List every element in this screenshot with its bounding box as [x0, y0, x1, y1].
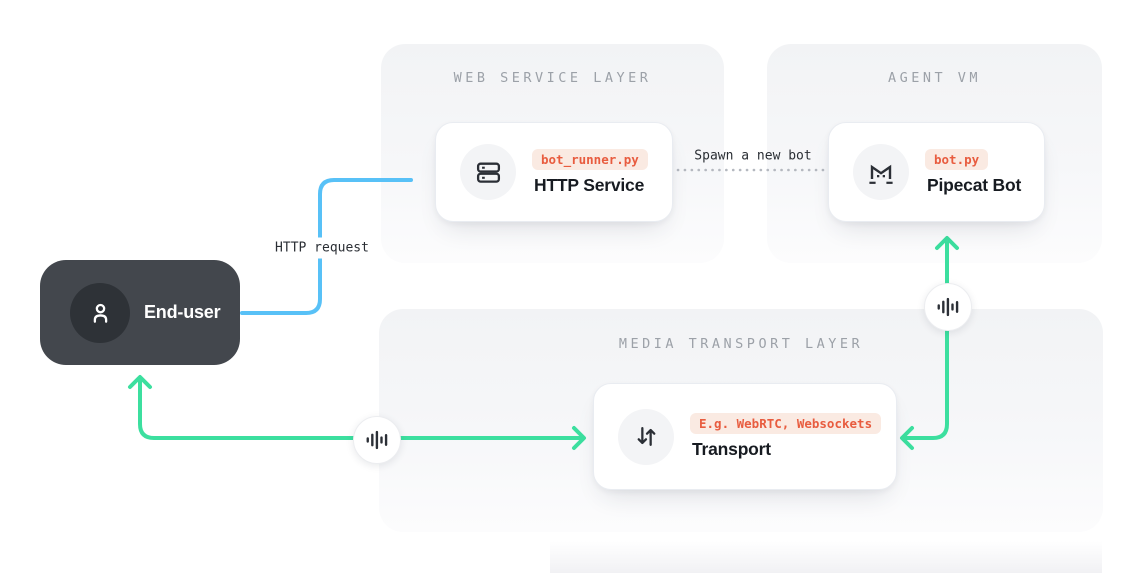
audio-waveform-icon — [353, 416, 401, 464]
panel-title-media-transport-layer: MEDIA TRANSPORT LAYER — [618, 336, 864, 352]
node-pipecat-bot: bot.py Pipecat Bot — [828, 122, 1045, 222]
http-service-label: HTTP Service — [534, 174, 645, 195]
pipecat-bot-label: Pipecat Bot — [927, 174, 1022, 195]
panel-title-web-service-layer: WEB SERVICE LAYER — [453, 70, 652, 86]
panel-title-agent-vm: AGENT VM — [887, 70, 982, 86]
http-request-label: HTTP request — [269, 237, 375, 259]
node-transport: E.g. WebRTC, Websockets Transport — [593, 383, 897, 490]
user-icon — [70, 282, 130, 343]
transport-badge: E.g. WebRTC, Websockets — [690, 413, 882, 434]
node-http-service: bot_runner.py HTTP Service — [435, 122, 673, 222]
transfer-arrows-icon — [618, 408, 674, 465]
offscreen-panel-shadow — [550, 541, 1102, 573]
spawn-bot-label: Spawn a new bot — [694, 148, 812, 164]
pipecat-bot-badge: bot.py — [925, 148, 989, 170]
cat-icon — [853, 144, 909, 200]
http-service-badge: bot_runner.py — [532, 148, 648, 170]
node-end-user: End-user — [40, 260, 240, 365]
transport-label: Transport — [692, 439, 771, 459]
server-icon — [460, 144, 516, 200]
end-user-label: End-user — [144, 302, 221, 322]
audio-waveform-icon — [924, 283, 972, 331]
arrowhead-up-to-end-user — [128, 375, 152, 389]
